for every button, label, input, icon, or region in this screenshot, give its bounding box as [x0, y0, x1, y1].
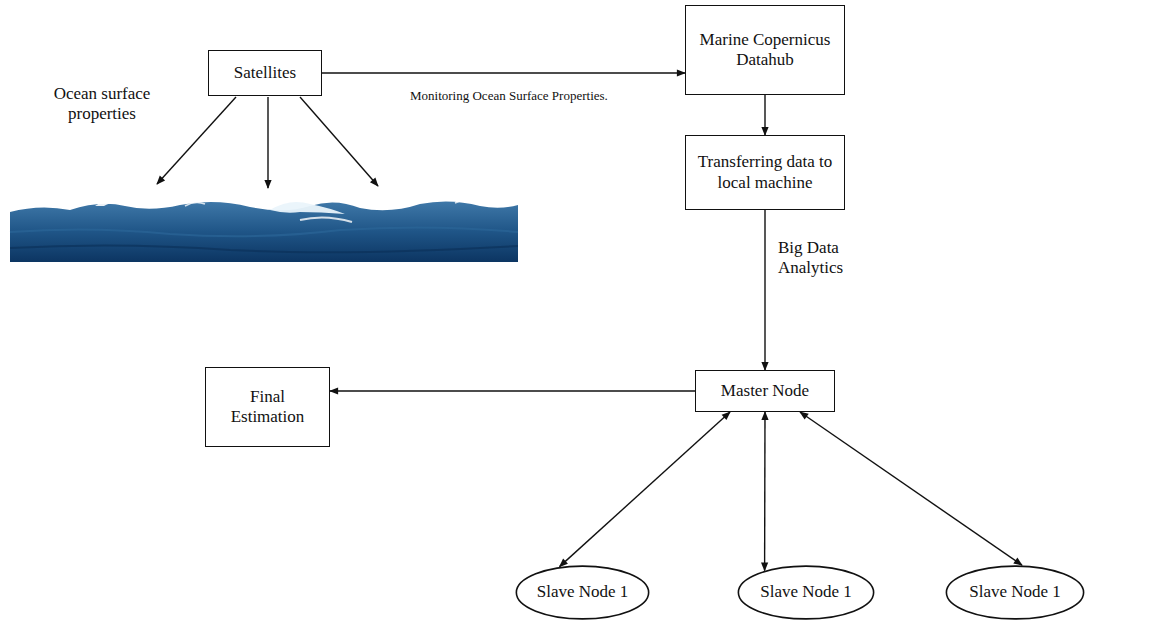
- connector-arrow: [764, 95, 765, 135]
- connector-arrow: [764, 412, 766, 571]
- node-text: Satellites: [234, 63, 296, 83]
- node-text: Transferring data to local machine: [694, 152, 836, 193]
- connector-arrow: [764, 210, 765, 370]
- edge-label: Big Data Analytics: [776, 238, 870, 279]
- node-text: Final Estimation: [214, 387, 321, 428]
- master-node-box: Master Node: [695, 370, 835, 412]
- data-hub-box: Marine Copernicus Datahub: [685, 5, 845, 95]
- node-text: Slave Node 1: [969, 582, 1061, 602]
- node-text: Slave Node 1: [537, 582, 629, 602]
- source-box: Satellites: [208, 50, 322, 96]
- pointer-arrow: [157, 97, 236, 184]
- slave-node-ellipse: Slave Node 1: [737, 565, 875, 620]
- pointer-arrow: [267, 97, 268, 188]
- output-box: Final Estimation: [205, 367, 330, 447]
- annotation-label: Ocean surface properties: [32, 84, 172, 125]
- pointer-arrow: [300, 97, 378, 186]
- process-box: Transferring data to local machine: [685, 135, 845, 210]
- connector-arrow: [330, 390, 695, 391]
- edge-label: Monitoring Ocean Surface Properties.: [408, 88, 610, 104]
- slave-node-ellipse: Slave Node 1: [945, 565, 1085, 620]
- slave-node-ellipse: Slave Node 1: [515, 565, 650, 620]
- connector-arrow: [322, 72, 685, 73]
- node-text: Marine Copernicus Datahub: [694, 30, 836, 71]
- connector-arrow: [560, 412, 730, 567]
- connector-arrow: [800, 412, 1022, 565]
- node-text: Slave Node 1: [760, 582, 852, 602]
- node-text: Master Node: [721, 381, 809, 401]
